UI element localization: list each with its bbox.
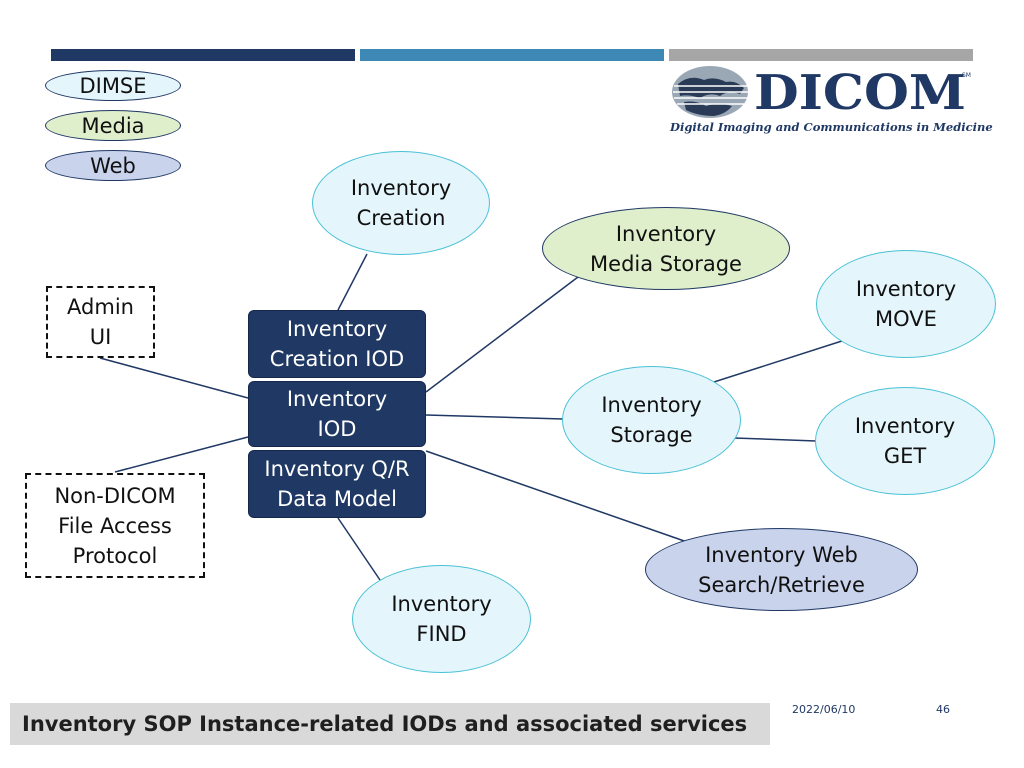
node-inventory-find: Inventory FIND (352, 565, 531, 673)
node-inventory-web: Inventory Web Search/Retrieve (645, 528, 918, 611)
service-mark: SM (962, 72, 971, 79)
line-web (425, 450, 691, 544)
logo-tagline: Digital Imaging and Communications in Me… (670, 120, 993, 134)
external-non-dicom: Non-DICOM File Access Protocol (25, 473, 205, 578)
header-bar-navy (51, 49, 355, 61)
slide-date: 2022/06/10 (792, 703, 856, 716)
node-inventory-storage: Inventory Storage (562, 366, 741, 474)
header-bar-blue (360, 49, 664, 61)
line-storage (425, 414, 564, 420)
line-creation (337, 253, 368, 311)
line-find (337, 517, 381, 581)
line-get (733, 437, 817, 442)
header-bar-gray (669, 49, 973, 61)
line-move (713, 339, 846, 383)
line-admin-ui (99, 357, 249, 399)
slide-title: Inventory SOP Instance-related IODs and … (10, 703, 770, 745)
external-admin-ui: Admin UI (46, 286, 155, 358)
dicom-logo: DICOM SM (672, 65, 971, 121)
node-inventory-media-storage: Inventory Media Storage (542, 207, 790, 290)
slide-number: 46 (936, 703, 950, 716)
legend-web: Web (45, 150, 181, 181)
iod-inventory-creation: Inventory Creation IOD (248, 310, 426, 378)
iod-inventory: Inventory IOD (248, 381, 426, 447)
globe-icon (672, 66, 748, 118)
node-inventory-get: Inventory GET (815, 387, 995, 495)
legend-media: Media (45, 110, 181, 141)
legend-dimse: DIMSE (45, 70, 181, 101)
line-media-storage (425, 276, 579, 393)
dicom-wordmark: DICOM (754, 65, 966, 121)
line-non-dicom (114, 436, 249, 473)
node-inventory-creation: Inventory Creation (312, 151, 490, 255)
node-inventory-move: Inventory MOVE (816, 250, 996, 358)
iod-inventory-qr-model: Inventory Q/R Data Model (248, 450, 426, 518)
